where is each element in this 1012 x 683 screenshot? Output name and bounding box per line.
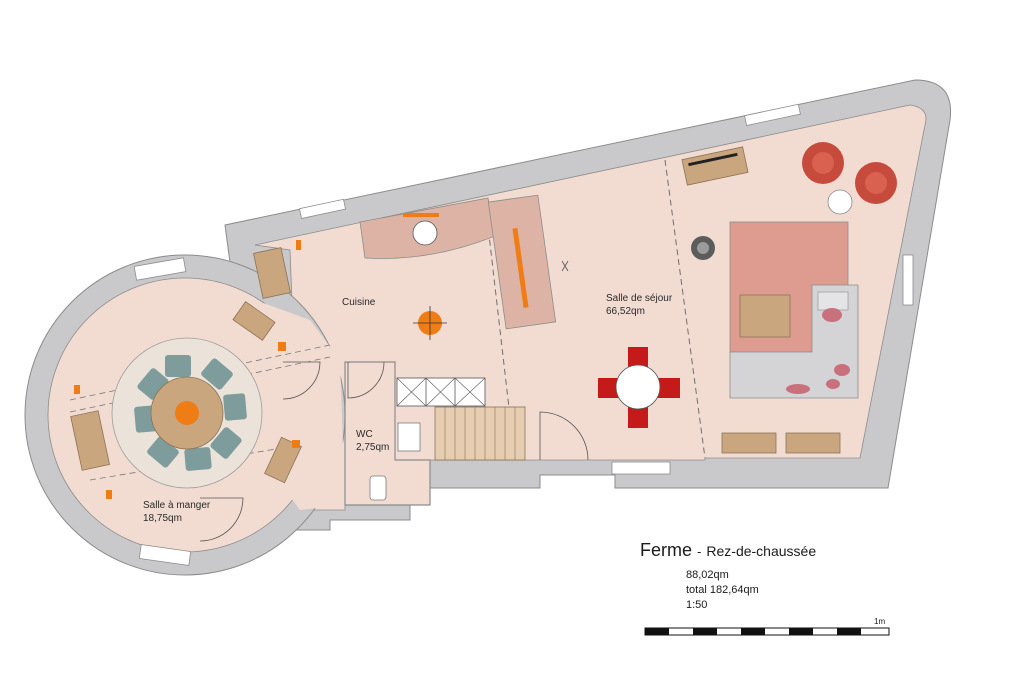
kitchen-sink xyxy=(412,220,438,246)
door-entrance xyxy=(539,411,589,461)
plan-title-sub: Rez-de-chaussée xyxy=(706,543,817,559)
door-wc xyxy=(347,361,385,399)
sofa-cushion xyxy=(817,291,849,311)
kitchen-island-accent xyxy=(512,227,529,308)
beam-3 xyxy=(89,444,301,481)
tower-window-top xyxy=(133,257,187,281)
wc-walls xyxy=(344,361,431,506)
wc-sink xyxy=(397,422,421,452)
dining-bench-left xyxy=(70,410,110,471)
window-bottom xyxy=(611,461,671,475)
armchair-icon xyxy=(802,142,897,204)
room-area-wc: 2,75qm xyxy=(356,442,389,453)
partition-kitchen xyxy=(484,199,516,461)
tower-window-bottom xyxy=(138,544,192,566)
scale-bar xyxy=(644,627,890,636)
room-label-wc: WC xyxy=(356,429,373,440)
small-lamp-icon xyxy=(561,260,569,272)
dining-accent-3 xyxy=(106,490,112,499)
door-tower xyxy=(282,361,321,400)
ceiling-lamp-icon xyxy=(413,306,447,340)
pillow-icon xyxy=(786,308,850,394)
plan-title-main: Ferme xyxy=(640,540,693,560)
door-dining xyxy=(199,497,244,542)
room-area-sejour: 66,52qm xyxy=(606,306,645,317)
bench-1 xyxy=(721,432,777,454)
storage-cabinets xyxy=(396,377,486,407)
coffee-table xyxy=(739,294,791,338)
total-area-value: total 182,64qm xyxy=(686,584,759,596)
window-1 xyxy=(298,198,347,219)
area-value: 88,02qm xyxy=(686,569,729,581)
plan-title: Ferme - Rez-de-chaussée xyxy=(640,540,816,561)
window-right xyxy=(902,254,914,306)
dining-centerpiece xyxy=(175,401,199,425)
partition-living xyxy=(664,159,706,459)
dining-accent-2 xyxy=(278,342,286,351)
side-table xyxy=(827,189,853,215)
window-2 xyxy=(744,103,801,126)
scale-bar-label: 1m xyxy=(874,617,886,626)
dining-bench-top xyxy=(232,301,276,341)
dining-bench-right xyxy=(264,436,302,484)
dining-chairs xyxy=(134,355,247,471)
dining-accent-4 xyxy=(292,440,300,448)
room-label-cuisine: Cuisine xyxy=(342,297,376,308)
room-label-sejour: Salle de séjour xyxy=(606,293,673,304)
floor-main xyxy=(254,104,927,511)
scale-ratio: 1:50 xyxy=(686,599,708,611)
kitchen-side-cabinet xyxy=(253,247,291,299)
room-area-manger: 18,75qm xyxy=(143,513,182,524)
kitchen-side-accent xyxy=(296,240,301,250)
kitchen-accent xyxy=(403,213,439,217)
plan-title-separator: - xyxy=(697,544,702,559)
staircase xyxy=(434,406,526,461)
round-table-living xyxy=(598,347,680,428)
bench-2 xyxy=(785,432,841,454)
floor-lamp-icon xyxy=(691,236,715,260)
wc-toilet xyxy=(369,475,387,501)
tv-console-bar xyxy=(688,152,738,167)
dining-accent-1 xyxy=(74,385,80,394)
room-label-manger: Salle à manger xyxy=(143,500,211,511)
